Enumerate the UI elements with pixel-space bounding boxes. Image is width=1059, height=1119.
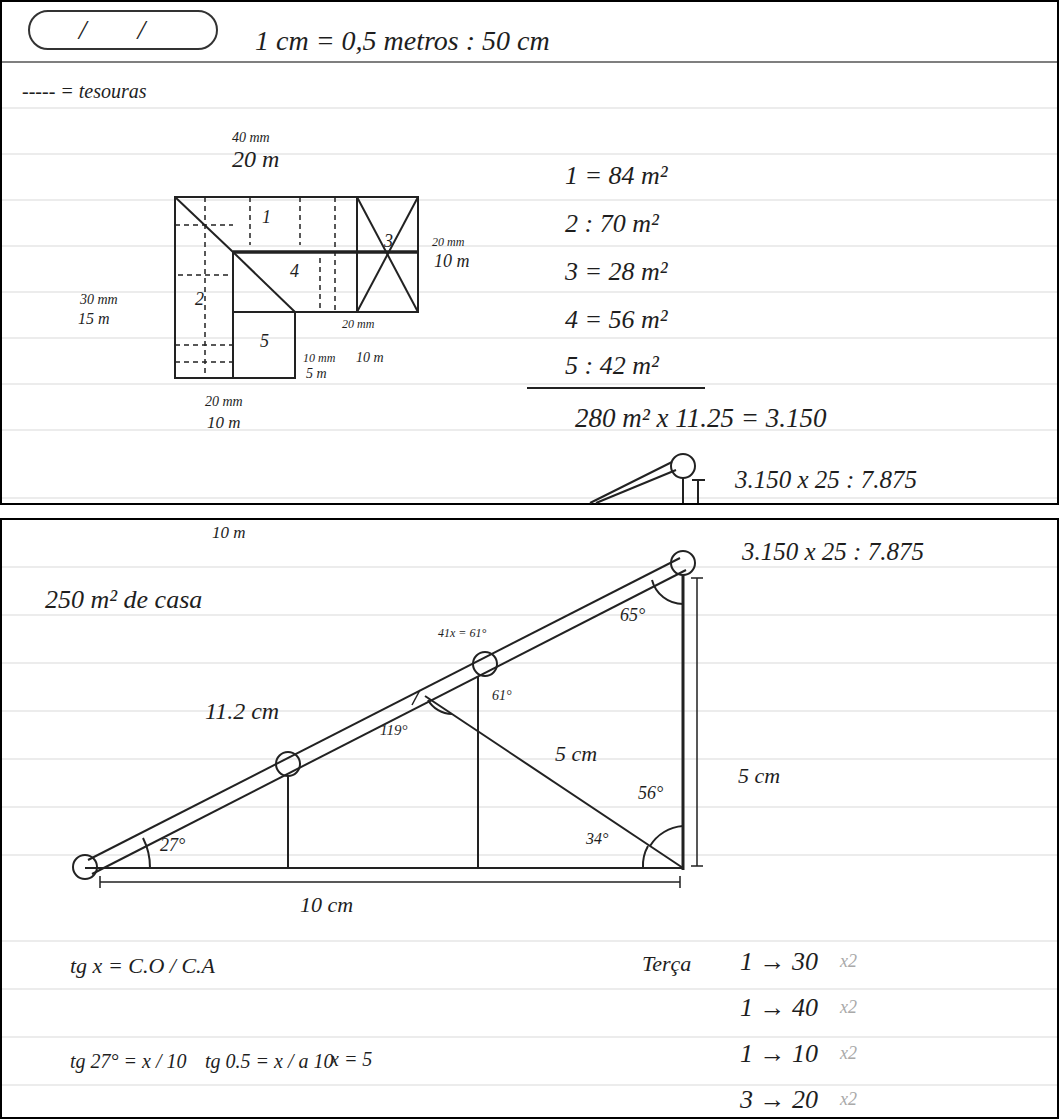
dimension: 10 mm [303, 352, 335, 365]
dimension: 10 m [212, 524, 246, 543]
purlin-count: 1 → 40 [740, 994, 818, 1023]
dimension: 20 mm [342, 318, 374, 331]
dimension: 5 cm [555, 742, 597, 766]
dimension: 30 mm [80, 292, 118, 307]
multiplier: x2 [840, 998, 857, 1018]
formula: tg 0.5 = x / a 10 [205, 1050, 334, 1072]
area-value: 4 = 56 m² [565, 306, 668, 335]
date-box: / / [28, 10, 218, 50]
angle-label: 27° [160, 836, 185, 856]
heading: Terça [642, 952, 691, 976]
note: 250 m² de casa [45, 586, 202, 615]
purlin-count: 1 → 10 [740, 1040, 818, 1069]
angle-label: 34° [586, 830, 608, 848]
area-value: 1 = 84 m² [565, 162, 668, 191]
dimension: 5 m [306, 366, 327, 381]
dimension: 40 mm [232, 130, 270, 145]
calculation: 3.150 x 25 : 7.875 [742, 538, 924, 566]
legend-note: ----- = tesouras [22, 80, 147, 102]
formula: x = 5 [330, 1048, 372, 1070]
angle-label: 65° [620, 606, 645, 626]
area-value: 3 = 28 m² [565, 258, 668, 287]
area-number: 4 [290, 262, 299, 282]
area-value: 5 : 42 m² [565, 352, 659, 381]
dimension: 10 m [434, 252, 470, 272]
dimension: 11.2 cm [205, 698, 279, 724]
dimension: 5 cm [738, 764, 780, 788]
purlin-count: 3 → 20 [740, 1086, 818, 1115]
angle-label: 119° [380, 722, 407, 739]
truss-fragment [590, 454, 705, 503]
ruled-lines [2, 62, 1057, 1085]
dimension: 20 mm [205, 394, 243, 409]
multiplier: x2 [840, 1044, 857, 1064]
dimension: 20 m [232, 146, 279, 172]
multiplier: x2 [840, 1090, 857, 1110]
dimension: 10 m [207, 414, 241, 433]
formula: tg x = C.O / C.A [70, 954, 215, 978]
area-number: 2 [195, 290, 204, 310]
dimension: 10 cm [300, 893, 353, 917]
dimension: 10 m [356, 350, 384, 365]
area-number: 3 [384, 232, 393, 252]
angle-label: 61° [492, 688, 512, 703]
sum-underline [527, 387, 705, 389]
angle-label: 41x = 61° [438, 627, 486, 640]
formula: tg 27° = x / 10 [70, 1050, 186, 1072]
calculation: 3.150 x 25 : 7.875 [735, 466, 917, 494]
dimension: 20 mm [432, 236, 464, 249]
dimension: 15 m [78, 310, 110, 328]
area-number: 1 [262, 208, 271, 228]
calculation: 280 m² x 11.25 = 3.150 [575, 404, 827, 434]
area-value: 2 : 70 m² [565, 210, 659, 239]
angle-label: 56° [638, 784, 663, 804]
date-slashes: / / [79, 14, 168, 46]
floor-plan [175, 197, 418, 378]
scale-note: 1 cm = 0,5 metros : 50 cm [255, 26, 550, 57]
multiplier: x2 [840, 952, 857, 972]
area-number: 5 [260, 332, 269, 352]
purlin-count: 1 → 30 [740, 948, 818, 977]
